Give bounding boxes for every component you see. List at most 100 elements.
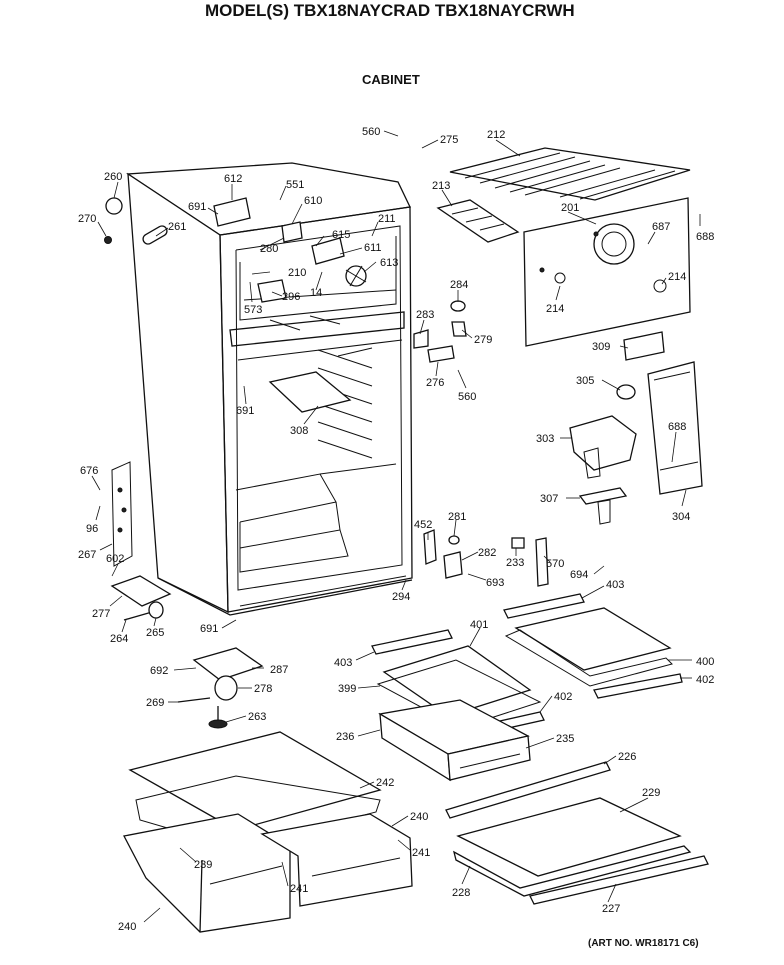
air-duct-304 (647, 361, 703, 495)
part-label: 308 (290, 425, 308, 437)
hinge-277 (110, 575, 172, 607)
part-label: 403 (334, 657, 352, 669)
grommet-284 (450, 300, 466, 312)
screw-270 (104, 236, 112, 244)
part-label: 304 (672, 511, 690, 523)
part-label: 211 (378, 213, 396, 225)
part-label: 242 (376, 777, 394, 789)
part-label: 270 (78, 213, 96, 225)
part-label: 96 (86, 523, 98, 535)
part-label: 688 (668, 421, 686, 433)
part-label: 305 (576, 375, 594, 387)
rail-403-left (371, 629, 453, 655)
part-label: 613 (380, 257, 398, 269)
part-309 (623, 331, 665, 361)
part-label: 691 (200, 623, 218, 635)
part-label: 610 (304, 195, 322, 207)
part-label: 611 (364, 242, 382, 254)
part-label: 267 (78, 549, 96, 561)
damper-303 (569, 415, 637, 479)
glass-shelf-400 (504, 607, 673, 687)
art-number: (ART NO. WR18171 C6) (588, 938, 699, 949)
part-label: 691 (236, 405, 254, 417)
roller-265 (148, 601, 164, 619)
page-title: MODEL(S) TBX18NAYCRAD TBX18NAYCRWH (205, 1, 575, 20)
part-label: 570 (546, 558, 564, 570)
part-label: 241 (412, 847, 430, 859)
part-label: 403 (606, 579, 624, 591)
grommet-281 (448, 535, 460, 545)
part-label: 212 (487, 129, 505, 141)
part-label: 560 (458, 391, 476, 403)
part-label: 296 (282, 291, 300, 303)
drain-279 (451, 321, 467, 337)
roller-278 (214, 675, 238, 701)
part-label: 263 (248, 711, 266, 723)
part-label: 269 (146, 697, 164, 709)
rail-227 (529, 855, 709, 905)
leveler-263 (208, 719, 228, 729)
cover-308 (268, 371, 352, 413)
part-label: 201 (561, 202, 579, 214)
part-label: 275 (440, 134, 458, 146)
rail-403-right (503, 593, 585, 619)
part-label: 227 (602, 903, 620, 915)
part-label: 402 (696, 674, 714, 686)
part-label: 309 (592, 341, 610, 353)
part-label: 264 (110, 633, 128, 645)
part-label: 402 (554, 691, 572, 703)
rod-264 (123, 611, 153, 621)
part-label: 210 (288, 267, 306, 279)
clip-233 (511, 537, 525, 549)
part-label: 693 (486, 577, 504, 589)
part-label: 401 (470, 619, 488, 631)
bracket-283 (413, 329, 429, 349)
part-label: 283 (416, 309, 434, 321)
rail-402-right (593, 673, 683, 699)
part-label: 612 (224, 173, 242, 185)
part-label: 214 (546, 303, 564, 315)
part-label: 241 (290, 883, 308, 895)
part-label: 687 (652, 221, 670, 233)
part-label: 239 (194, 859, 212, 871)
cabinet-shell (111, 162, 413, 616)
part-label: 278 (254, 683, 272, 695)
evaporator-cover-201 (523, 197, 691, 347)
bracket-276 (427, 345, 455, 363)
part-label: 307 (540, 493, 558, 505)
part-label: 281 (448, 511, 466, 523)
rail-570 (535, 537, 549, 587)
part-labels: 560 275 212 213 201 688 687 214 214 260 … (78, 126, 714, 933)
part-label: 226 (618, 751, 636, 763)
part-label: 236 (336, 731, 354, 743)
fan-assembly (213, 197, 367, 303)
part-label: 294 (392, 591, 410, 603)
part-label: 303 (536, 433, 554, 445)
crisper-pan-left (123, 813, 291, 933)
rail-226 (445, 761, 611, 819)
bracket-307 (578, 487, 628, 525)
part-label: 615 (332, 229, 350, 241)
part-label: 676 (80, 465, 98, 477)
wire-shelf-212 (449, 147, 691, 201)
part-label: 276 (426, 377, 444, 389)
part-label: 692 (150, 665, 168, 677)
ice-tray-213 (436, 199, 520, 243)
bracket-287 (192, 647, 264, 681)
part-label: 233 (506, 557, 524, 569)
plug-261 (142, 225, 168, 245)
part-label: 688 (696, 231, 714, 243)
section-title: CABINET (362, 72, 420, 87)
part-label: 452 (414, 519, 432, 531)
drawer-236 (378, 699, 531, 782)
part-label: 14 (310, 287, 322, 299)
part-label: 287 (270, 664, 288, 676)
crisper-pan-right (260, 813, 413, 907)
part-label: 228 (452, 887, 470, 899)
part-label: 560 (362, 126, 380, 138)
bracket-452 (423, 529, 437, 565)
part-label: 260 (104, 171, 122, 183)
frame-228 (453, 845, 692, 897)
